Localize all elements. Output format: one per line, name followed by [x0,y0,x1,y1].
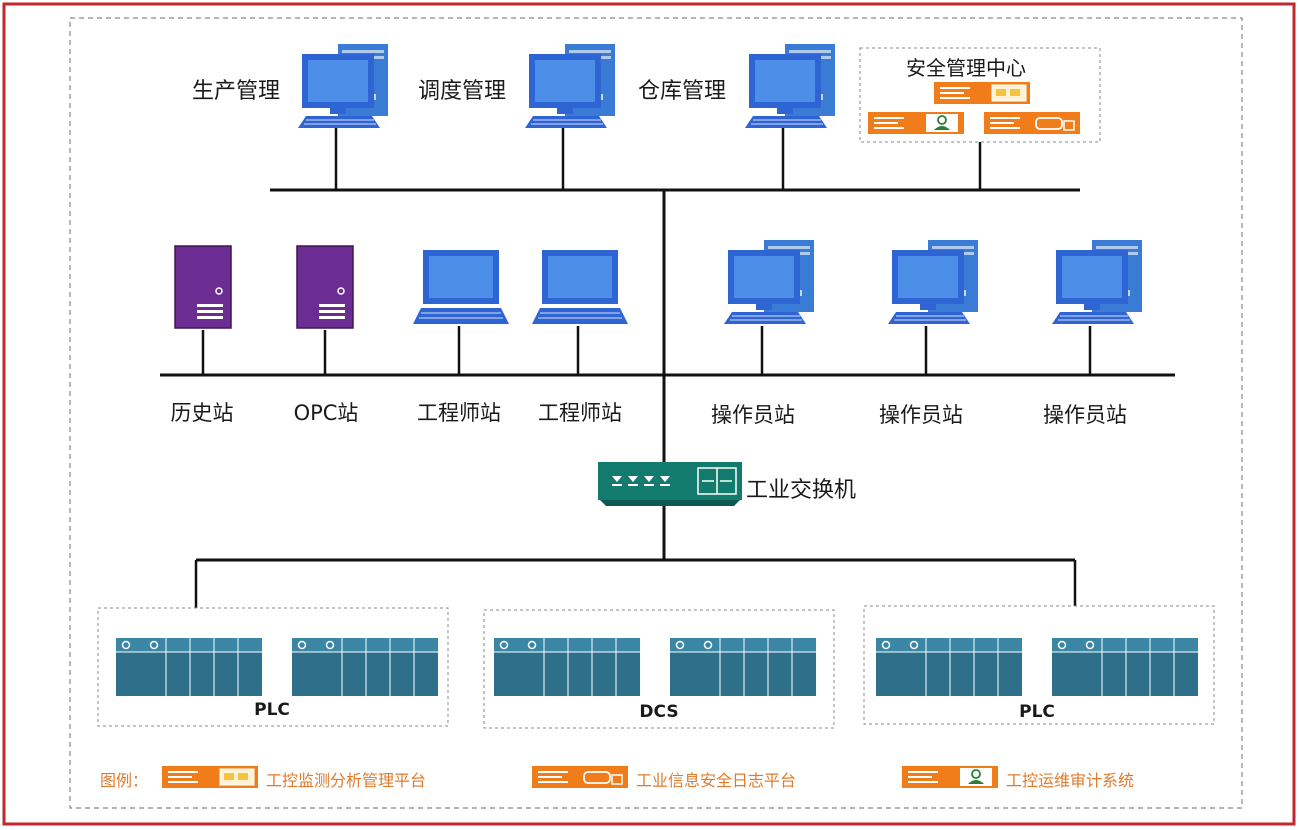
plc-2-rack-b-icon [1051,637,1199,697]
industrial-switch-label: 工业交换机 [746,478,857,503]
plc-1-rack-a-icon [115,637,263,697]
dcs-rack-b-icon [669,637,817,697]
industrial-switch-icon [598,462,742,506]
legend-prefix: 图例： [100,771,149,790]
station-label-engineer-1: 工程师站 [417,401,501,425]
operator-station-3-computer-icon [1051,239,1143,325]
station-label-operator-2: 操作员站 [879,403,963,427]
legend-label-monitor-platform: 工控监测分析管理平台 [266,771,427,790]
log-platform-badge [983,111,1081,135]
controller-label-plc-1: PLC [254,700,290,720]
station-label-operator-3: 操作员站 [1043,403,1127,427]
monitor-platform-badge [933,81,1031,105]
dispatch-management-label: 调度管理 [418,79,507,104]
plc-1-rack-b-icon [291,637,439,697]
engineer-station-1-computer-icon [412,249,510,325]
legend-label-audit-system: 工控运维审计系统 [1006,771,1135,790]
warehouse-management-label: 仓库管理 [638,79,727,104]
operator-station-2-computer-icon [887,239,979,325]
dashed-boundary [69,17,1243,809]
plc-2-rack-a-icon [875,637,1023,697]
station-label-history: 历史站 [170,401,234,425]
production-management-computer-icon [297,43,389,129]
warehouse-management-computer-icon [744,43,836,129]
engineer-station-2-computer-icon [531,249,629,325]
audit-system-badge [867,111,965,135]
station-label-opc: OPC站 [293,401,359,425]
legend-monitor-platform-icon [161,765,259,789]
legend-audit-system-icon [901,765,999,789]
controller-label-dcs: DCS [639,702,679,722]
dispatch-management-computer-icon [524,43,616,129]
security-center-label: 安全管理中心 [906,56,1026,80]
legend-log-platform-icon [531,765,629,789]
operator-station-1-computer-icon [723,239,815,325]
production-management-label: 生产管理 [192,79,281,104]
opc-station-server-icon [296,245,354,329]
history-station-server-icon [174,245,232,329]
controller-label-plc-2: PLC [1019,702,1055,722]
station-label-operator-1: 操作员站 [711,403,795,427]
legend-label-log-platform: 工业信息安全日志平台 [636,771,797,790]
station-label-engineer-2: 工程师站 [538,401,622,425]
dcs-rack-a-icon [493,637,641,697]
